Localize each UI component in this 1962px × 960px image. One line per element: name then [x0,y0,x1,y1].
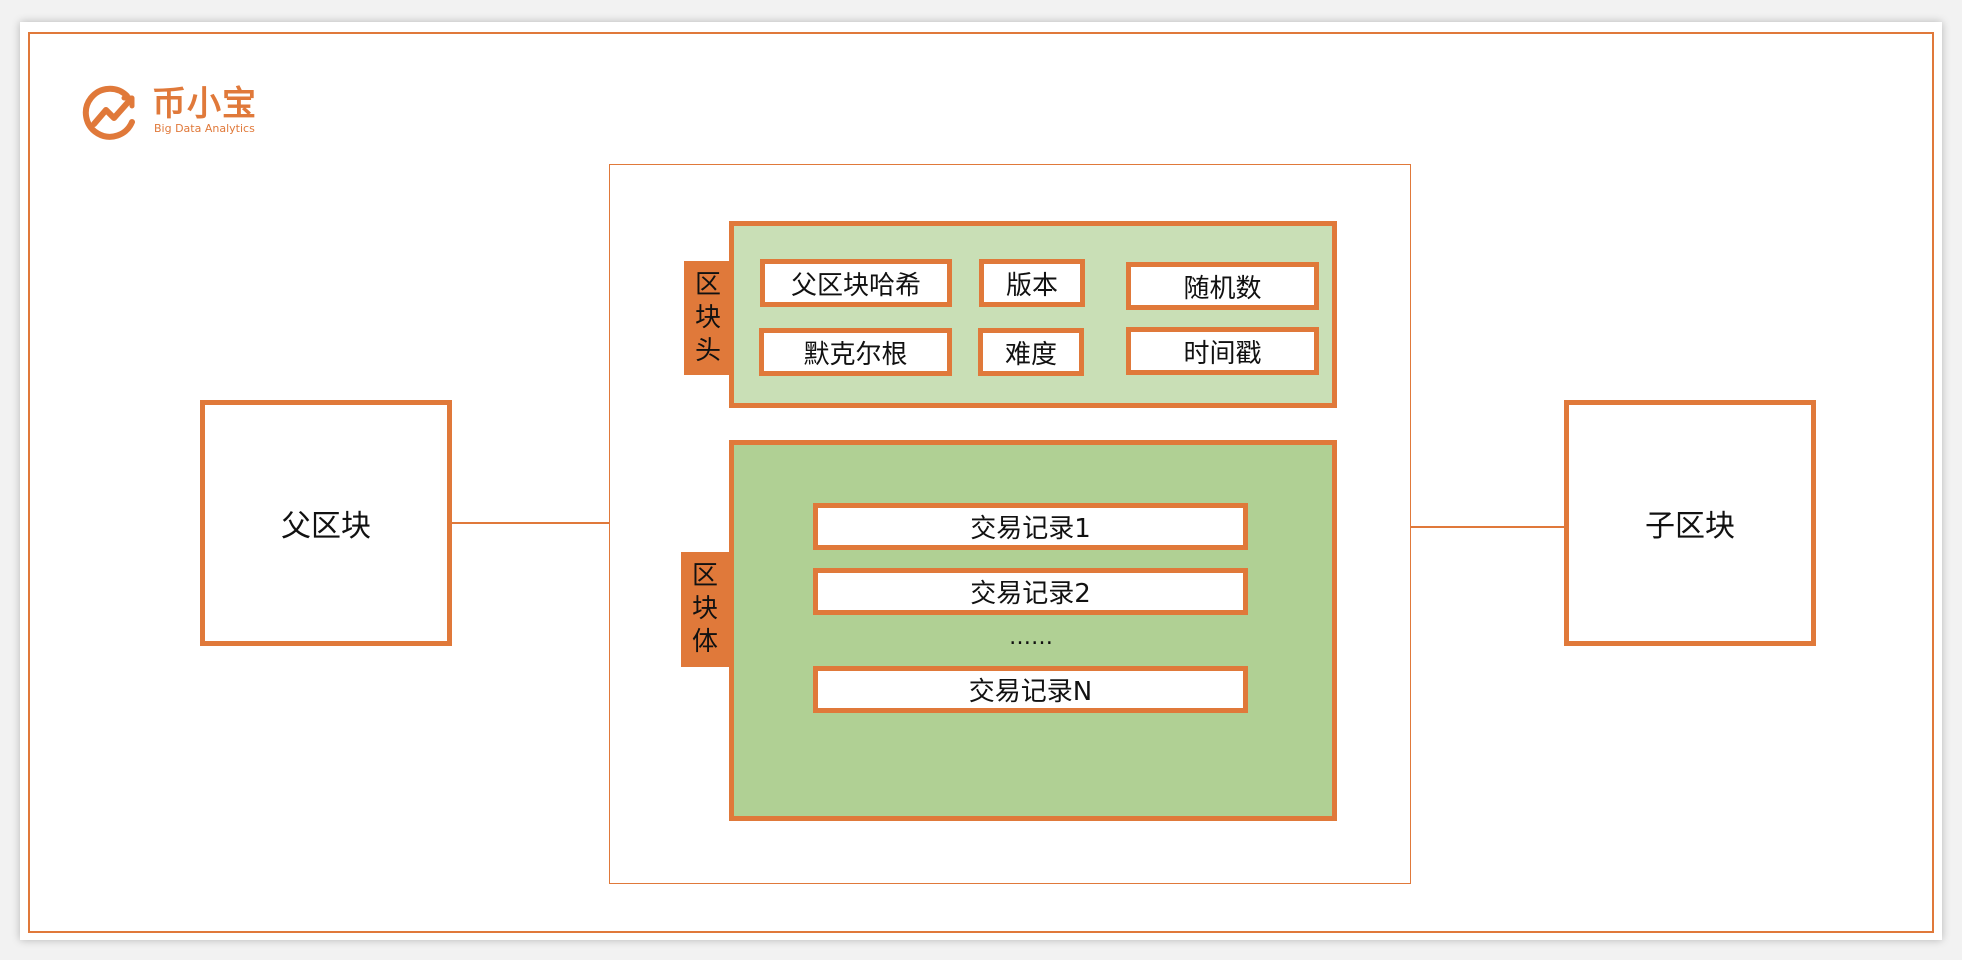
logo: 币小宝 Big Data Analytics [82,82,262,142]
logo-tagline: Big Data Analytics [154,122,255,135]
records-ellipsis: …… [1009,625,1053,650]
transaction-record-n: 交易记录N [813,666,1248,713]
block-body-tab: 区 块 体 [681,552,729,667]
parent-block-label: 父区块 [281,509,371,544]
header-field-difficulty: 难度 [978,328,1084,376]
header-field-parent-hash: 父区块哈希 [760,259,952,307]
block-header-tab: 区 块 头 [684,261,732,375]
child-block: 子区块 [1564,400,1816,646]
block-header-section [729,221,1337,408]
logo-name: 币小宝 [152,84,257,124]
parent-connector [452,522,609,524]
parent-block: 父区块 [200,400,452,646]
child-block-label: 子区块 [1645,509,1735,544]
block-header-tab-char: 区 [694,269,721,300]
diagram-frame [28,32,1934,933]
child-connector [1411,526,1564,528]
header-field-version: 版本 [979,259,1085,307]
header-field-merkle-root: 默克尔根 [759,328,952,376]
header-field-timestamp: 时间戳 [1126,327,1319,375]
block-header-tab-char: 块 [694,302,721,333]
transaction-record-1: 交易记录1 [813,503,1248,550]
transaction-record-2: 交易记录2 [813,568,1248,615]
block-header-tab-char: 头 [694,335,721,366]
header-field-nonce: 随机数 [1126,262,1319,310]
block-body-tab-char: 体 [691,627,718,657]
logo-mark-icon [82,85,135,140]
block-body-tab-char: 块 [691,594,718,624]
block-body-tab-char: 区 [691,561,718,591]
